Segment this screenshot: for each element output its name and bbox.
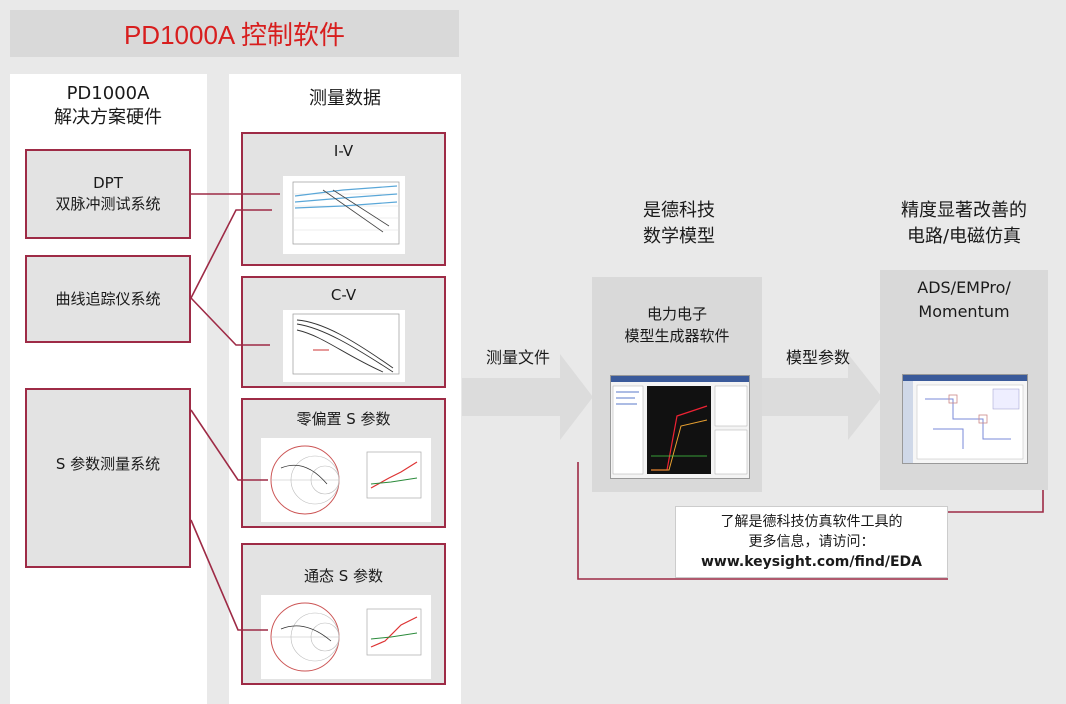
model-generator-screenshot: [610, 375, 750, 479]
curve-tracer-label: 曲线追踪仪系统: [55, 289, 161, 308]
dpt-label: DPT: [93, 174, 123, 192]
info-note-line2: 更多信息，请访问：: [748, 534, 875, 550]
curve-tracer-box: 曲线追踪仪系统: [25, 255, 191, 343]
zero-bias-s-param-box: 零偏置 S 参数: [241, 398, 446, 528]
hardware-heading-line2: 解决方案硬件: [54, 107, 162, 128]
ads-screenshot: [902, 374, 1028, 464]
on-state-s-param-thumbnail: [261, 595, 431, 679]
iv-box: I-V: [241, 132, 446, 266]
ads-empro-label: ADS/EMPro/ Momentum: [880, 276, 1048, 324]
dpt-system-box: DPT 双脉冲测试系统: [25, 149, 191, 239]
ads-empro-box: ADS/EMPro/ Momentum: [880, 270, 1048, 490]
ads-empro-line2: Momentum: [918, 302, 1010, 321]
model-heading: 是德科技 数学模型: [610, 198, 748, 250]
measurement-file-label: 测量文件: [485, 348, 550, 367]
eda-link[interactable]: www.keysight.com/find/EDA: [700, 554, 923, 570]
model-generator-line1: 电力电子: [646, 305, 707, 323]
hardware-heading-line1: PD1000A: [66, 83, 150, 104]
sim-heading: 精度显著改善的 电路/电磁仿真: [878, 198, 1050, 250]
info-note-box: 了解是德科技仿真软件工具的 更多信息，请访问： www.keysight.com…: [675, 506, 948, 578]
page-title: PD1000A 控制软件: [123, 20, 346, 50]
iv-plot-thumbnail: [283, 176, 405, 254]
cv-plot-thumbnail: [283, 310, 405, 382]
zero-bias-s-param-thumbnail: [261, 438, 431, 522]
s-param-system-box: S 参数测量系统: [25, 388, 191, 568]
sim-heading-line2: 电路/电磁仿真: [906, 226, 1022, 247]
measurement-heading: 测量数据: [309, 88, 381, 109]
zero-bias-s-param-label: 零偏置 S 参数: [296, 410, 391, 428]
model-generator-box: 电力电子 模型生成器软件: [592, 277, 762, 492]
on-state-s-param-label: 通态 S 参数: [303, 567, 384, 585]
cv-label: C-V: [330, 286, 357, 304]
sim-heading-line1: 精度显著改善的: [901, 200, 1027, 221]
ads-empro-line1: ADS/EMPro/: [917, 278, 1011, 297]
model-heading-line1: 是德科技: [643, 200, 715, 221]
model-generator-line2: 模型生成器软件: [624, 327, 730, 345]
on-state-s-param-box: 通态 S 参数: [241, 543, 446, 685]
cv-box: C-V: [241, 276, 446, 388]
hardware-heading: PD1000A 解决方案硬件: [12, 82, 204, 130]
model-generator-label: 电力电子 模型生成器软件: [592, 303, 762, 347]
model-params-label: 模型参数: [785, 348, 850, 367]
iv-label: I-V: [333, 142, 354, 160]
model-heading-line2: 数学模型: [643, 226, 715, 247]
dpt-sub-label: 双脉冲测试系统: [55, 195, 161, 213]
info-note-line1: 了解是德科技仿真软件工具的: [720, 514, 903, 530]
s-param-system-label: S 参数测量系统: [55, 455, 161, 473]
title-bar: [10, 10, 459, 57]
